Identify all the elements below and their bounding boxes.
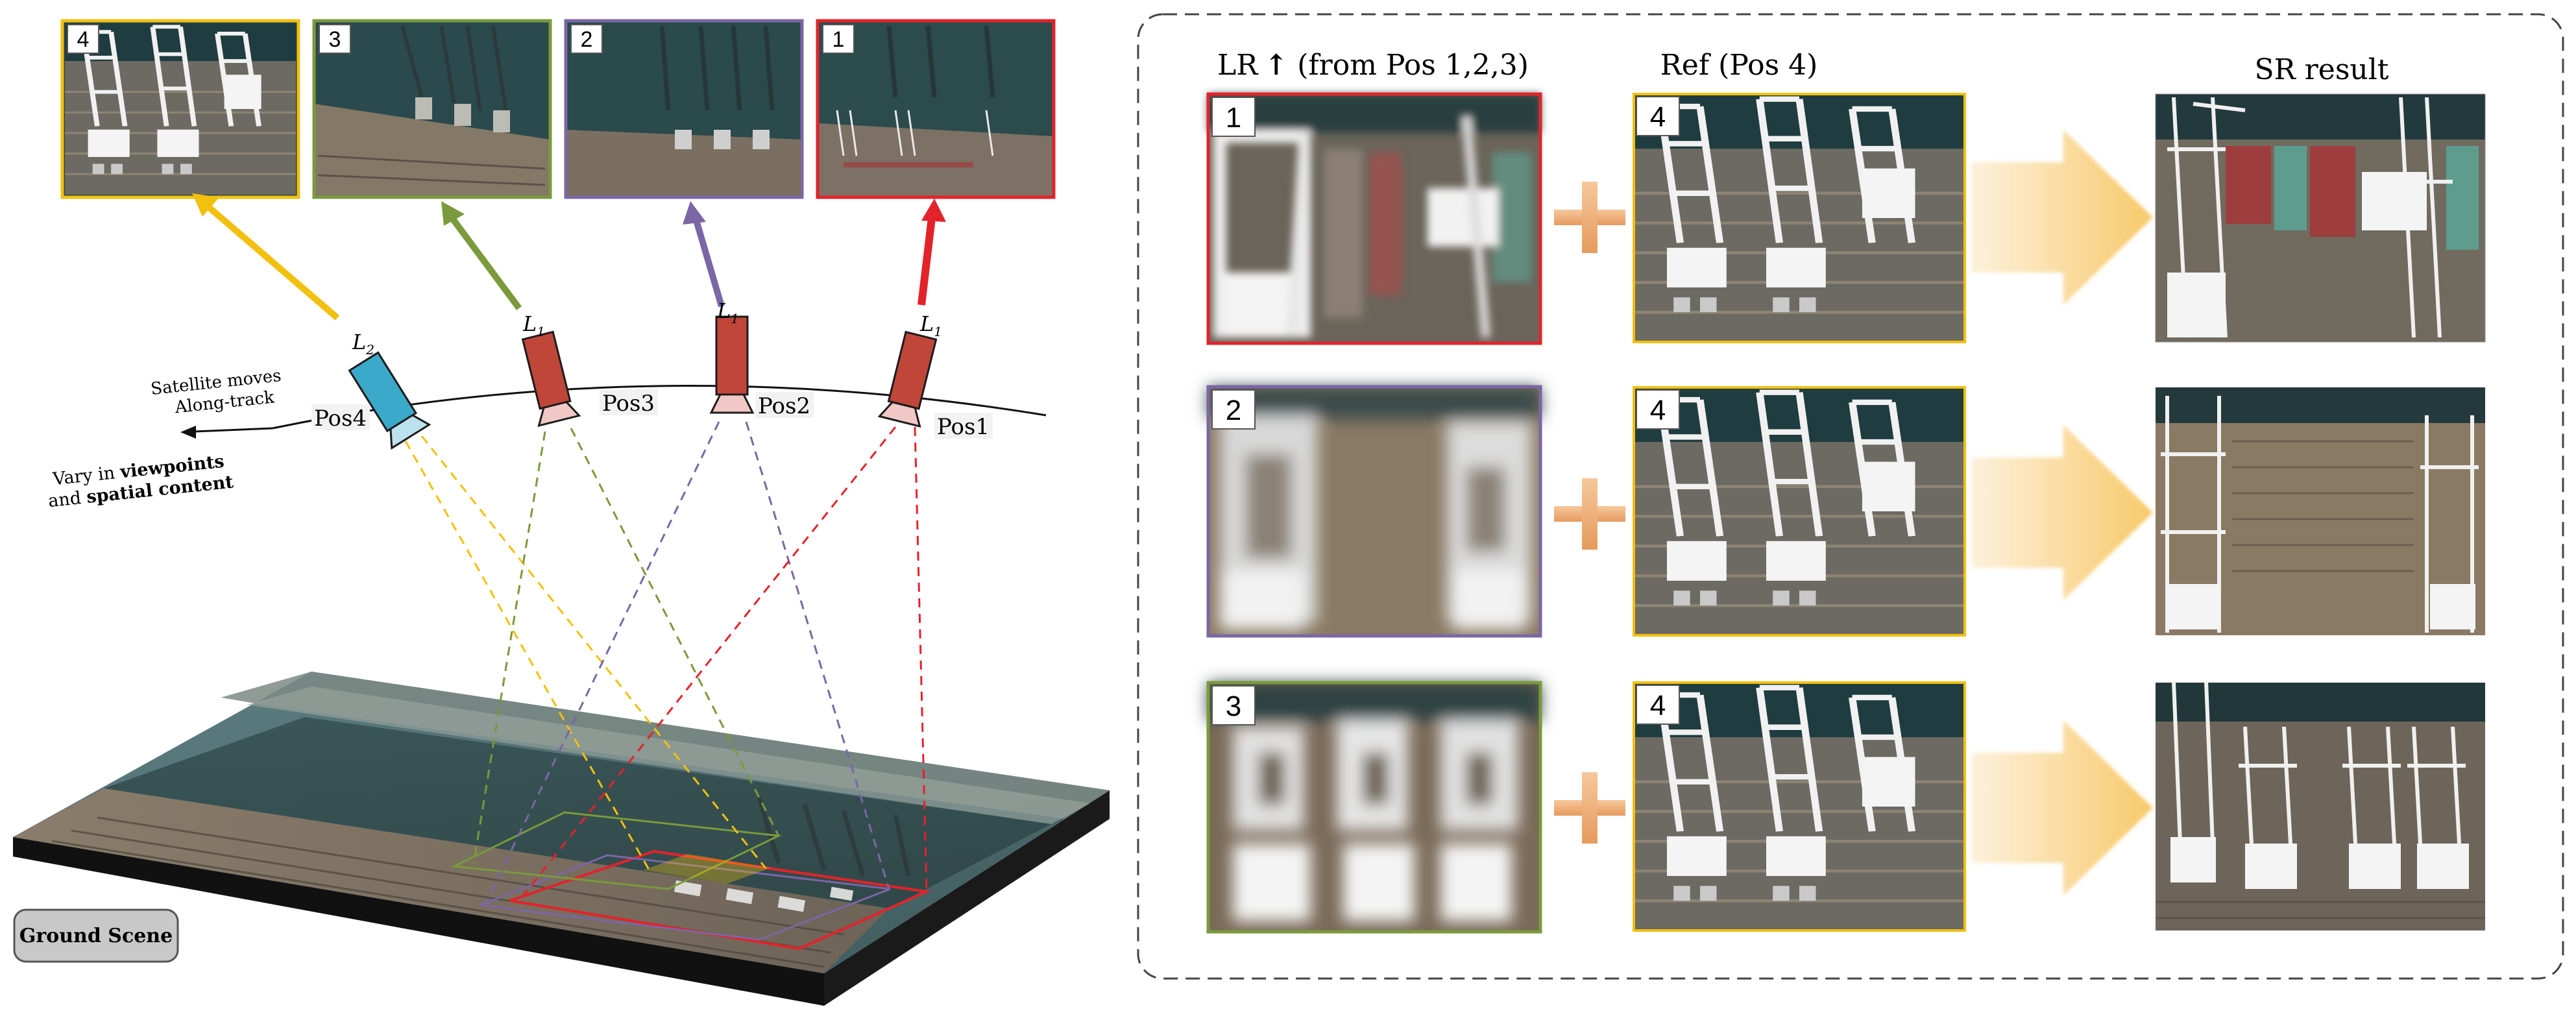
view-arrows	[192, 193, 946, 321]
svg-text:1: 1	[1226, 102, 1241, 134]
svg-text:3: 3	[1226, 690, 1241, 722]
row-1: 1 4	[1206, 92, 2486, 345]
vary-caption: Vary in viewpoints and spatial content	[47, 452, 235, 511]
lens-label-pos2: L1	[716, 298, 739, 326]
ground-scene-badge: Ground Scene	[13, 908, 179, 963]
ref-image-2: 4	[1634, 387, 1965, 635]
right-panel-frame	[1137, 13, 2564, 980]
top-thumbnail-4: 4	[60, 19, 300, 199]
lens-label-pos4: L2	[352, 330, 374, 358]
ground-scene	[13, 672, 1110, 1006]
lens-label-pos1: L1	[919, 311, 942, 339]
pos-label: Pos3	[602, 391, 655, 417]
svg-text:2: 2	[1226, 395, 1241, 426]
column-header-ref: Ref (Pos 4)	[1660, 49, 1818, 82]
svg-text:4: 4	[1650, 690, 1666, 722]
ref-image-1: 4	[1634, 94, 1965, 342]
view-cones	[404, 421, 928, 905]
lens-label-pos3: L1	[522, 311, 545, 339]
svg-text:Ground Scene: Ground Scene	[19, 925, 173, 947]
sr-image-1	[2155, 93, 2486, 343]
top-thumbnail-1: 1	[816, 19, 1056, 199]
row-3: 3 4	[1206, 681, 2485, 934]
lr-image-1: 1	[1206, 92, 1542, 345]
thumbnail-number: 4	[77, 27, 90, 52]
top-thumbnail-3: 3	[312, 19, 552, 199]
sr-image-2	[2156, 387, 2485, 635]
svg-text:4: 4	[1650, 101, 1666, 133]
lr-image-3: 3	[1206, 681, 1542, 934]
arrow-icon	[1971, 720, 2153, 895]
thumbnail-number: 2	[581, 27, 593, 52]
satellite-pos2	[709, 315, 755, 414]
satellite-pos3	[521, 330, 581, 428]
motion-arrow	[194, 427, 273, 433]
column-header-lr: LR↑ (from Pos 1,2,3)	[1217, 49, 1529, 82]
thumbnail-number: 3	[329, 27, 341, 52]
plus-icon	[1554, 182, 1625, 253]
motion-caption: Satellite moves Along-track	[150, 366, 282, 417]
pos-label: Pos1	[937, 414, 990, 440]
lr-image-2: 2	[1206, 385, 1542, 638]
svg-text:4: 4	[1650, 395, 1666, 426]
plus-icon	[1554, 478, 1625, 550]
column-header-sr: SR result	[2254, 53, 2388, 86]
top-thumbnail-2: 2	[564, 19, 804, 199]
satellite-pos4	[348, 351, 431, 450]
plus-icon	[1554, 772, 1625, 844]
thumbnail-number: 1	[832, 27, 845, 52]
pos-label: Pos4	[314, 406, 367, 432]
arrow-icon	[1971, 130, 2153, 305]
satellite-pos1	[877, 330, 938, 428]
pos-label: Pos2	[758, 393, 810, 419]
arrow-icon	[1971, 425, 2153, 600]
row-2: 2 4	[1206, 385, 2485, 638]
ref-image-3: 4	[1634, 683, 1965, 931]
sr-image-3	[2156, 681, 2485, 931]
